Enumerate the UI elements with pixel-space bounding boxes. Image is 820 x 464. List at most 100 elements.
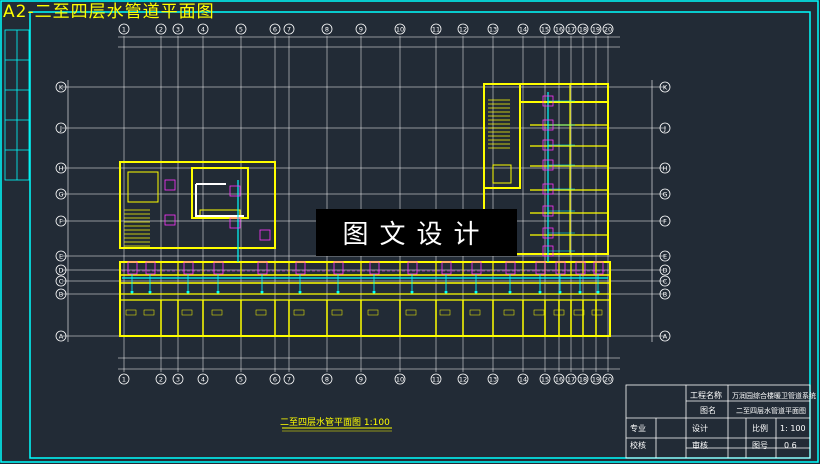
toilet-fixture [535, 261, 546, 275]
room-tag [439, 309, 451, 316]
wall-left-wing [119, 161, 276, 249]
room-tag [181, 309, 193, 316]
building-walls [119, 83, 611, 337]
axis-bubble-col-5 [235, 23, 247, 35]
right-core-shaft [492, 164, 512, 184]
water-pipes [122, 92, 608, 316]
axis-bubble-col-18 [577, 373, 589, 385]
axis-label-row-K: K [59, 84, 64, 92]
tb-number-value: 0 6 [784, 441, 797, 450]
fixture-left [164, 214, 176, 226]
axis-bubble-row-J [55, 122, 67, 134]
tb-drafter-label: 校核 [630, 441, 646, 450]
axis-label-row-B: B [59, 291, 63, 299]
room-tag [553, 309, 565, 316]
axis-label-col-18: 18 [579, 376, 587, 384]
toilet-fixture [407, 261, 418, 275]
axis-bubble-col-8 [321, 373, 333, 385]
axis-bubble-col-15 [539, 373, 551, 385]
room-tag [125, 309, 137, 316]
wall-main-corridor-block [119, 261, 611, 337]
toilet-fixture [555, 261, 566, 275]
axis-label-col-5: 5 [239, 376, 243, 384]
axis-label-row-A: A [663, 333, 668, 341]
axis-label-col-3: 3 [176, 376, 180, 384]
axis-bubble-row-C [659, 275, 671, 287]
room-tag [211, 309, 223, 316]
axis-bubble-col-12 [457, 373, 469, 385]
axis-bubble-row-B [659, 288, 671, 300]
axis-bubble-col-14 [517, 373, 529, 385]
axis-bubble-row-K [55, 81, 67, 93]
axis-label-row-K: K [663, 84, 668, 92]
axis-label-col-7: 7 [287, 376, 291, 384]
axis-label-col-19: 19 [592, 376, 600, 384]
axis-label-col-2: 2 [159, 26, 163, 34]
axis-bubble-col-19 [590, 373, 602, 385]
axis-bubble-col-9 [355, 373, 367, 385]
axis-label-col-9: 9 [359, 26, 363, 34]
axis-label-col-5: 5 [239, 26, 243, 34]
axis-bubble-col-17 [565, 373, 577, 385]
axis-bubble-col-3 [172, 373, 184, 385]
axis-bubble-col-1 [118, 23, 130, 35]
core-white-wall [195, 184, 244, 217]
axis-label-col-1: 1 [122, 376, 126, 384]
axis-bubble-col-4 [197, 373, 209, 385]
valve [148, 290, 152, 294]
axis-bubble-row-A [659, 330, 671, 342]
axis-label-col-14: 14 [519, 376, 527, 384]
valve [372, 290, 376, 294]
axis-label-row-H: H [663, 165, 668, 173]
tb-scale-label: 比例 [752, 424, 768, 433]
toilet-fixture [471, 261, 482, 275]
tb-scale-value: 1: 100 [780, 424, 806, 433]
axis-bubble-col-16 [553, 373, 565, 385]
axis-bubble-col-4 [197, 23, 209, 35]
tb-project-value: 万润园综合楼暖卫管道系统 [732, 392, 816, 400]
axis-label-col-12: 12 [459, 26, 467, 34]
axis-label-row-F: F [663, 218, 667, 226]
axis-bubble-col-11 [430, 373, 442, 385]
axis-label-col-15: 15 [541, 376, 549, 384]
axis-bubble-row-C [55, 275, 67, 287]
axis-label-col-18: 18 [579, 26, 587, 34]
axis-label-row-H: H [59, 165, 64, 173]
binding-strip [4, 29, 30, 181]
room-tag [143, 309, 155, 316]
valve [186, 290, 190, 294]
axis-label-col-14: 14 [519, 26, 527, 34]
axis-bubble-col-1 [118, 373, 130, 385]
tb-drawing-value: 二至四层水管道平面图 [736, 407, 806, 415]
valve [410, 290, 414, 294]
axis-label-col-10: 10 [396, 26, 404, 34]
room-tag [533, 309, 545, 316]
axis-bubble-col-10 [394, 373, 406, 385]
axis-label-row-A: A [59, 333, 64, 341]
axis-bubble-col-17 [565, 23, 577, 35]
fixture-left [164, 179, 176, 191]
valve [508, 290, 512, 294]
axis-bubble-col-12 [457, 23, 469, 35]
axis-label-col-15: 15 [541, 26, 549, 34]
room-tag [331, 309, 343, 316]
valve [558, 290, 562, 294]
drawing-title: A2-二至四层水管道平面图 [3, 2, 215, 22]
axis-bubble-col-10 [394, 23, 406, 35]
fixture-left [259, 229, 271, 241]
axis-bubble-row-B [55, 288, 67, 300]
axis-bubble-col-16 [553, 23, 565, 35]
axis-bubble-col-18 [577, 23, 589, 35]
inner-frame [29, 11, 811, 459]
toilet-fixture [369, 261, 380, 275]
room-tag [573, 309, 585, 316]
axis-bubble-row-J [659, 122, 671, 134]
axis-bubble-row-H [659, 162, 671, 174]
axis-bubbles: 1122334455667788991010111112121313141415… [55, 23, 671, 385]
toilet-fixture [145, 261, 156, 275]
axis-label-row-D: D [662, 267, 667, 275]
axis-bubble-row-E [55, 250, 67, 262]
axis-label-col-11: 11 [432, 376, 440, 384]
